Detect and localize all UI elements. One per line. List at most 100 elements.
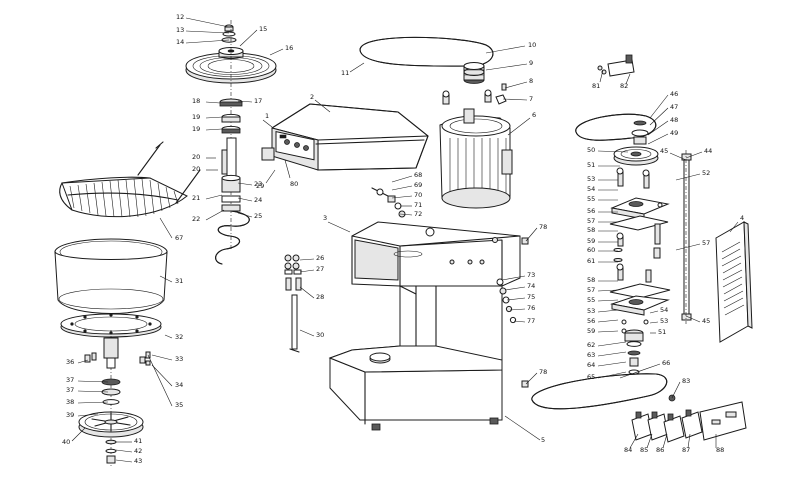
part-number-label: 61 bbox=[587, 257, 595, 265]
callout-leader bbox=[687, 433, 691, 449]
callout-66: 66 bbox=[619, 359, 670, 379]
callout-leader bbox=[619, 363, 661, 379]
part-number-label: 12 bbox=[176, 13, 184, 21]
callout-70: 70 bbox=[391, 191, 422, 199]
part-number-label: 18 bbox=[192, 97, 200, 105]
callout-75: 75 bbox=[506, 293, 535, 301]
part-number-label: 8 bbox=[529, 77, 533, 85]
callout-53: 53 bbox=[587, 175, 618, 183]
callout-leader bbox=[509, 308, 526, 311]
callout-25: 25 bbox=[237, 212, 262, 220]
callout-leader bbox=[597, 150, 629, 153]
callout-leader bbox=[205, 194, 223, 200]
part-number-label: 62 bbox=[587, 341, 595, 349]
callout-77: 77 bbox=[513, 317, 535, 325]
callout-leader bbox=[77, 401, 109, 404]
callout-61: 61 bbox=[587, 257, 618, 265]
part-number-label: 31 bbox=[175, 277, 183, 285]
callout-leader bbox=[147, 354, 173, 407]
callout-41: 41 bbox=[116, 437, 142, 445]
callout-leader bbox=[671, 381, 681, 399]
part-number-label: 47 bbox=[670, 103, 678, 111]
callout-56: 56 bbox=[587, 317, 619, 325]
callout-58: 58 bbox=[587, 276, 618, 284]
callout-67: 67 bbox=[159, 217, 183, 242]
callout-leader bbox=[314, 99, 331, 113]
part-number-label: 9 bbox=[529, 59, 533, 67]
callout-leader bbox=[115, 459, 133, 463]
part-number-label: 20 bbox=[192, 153, 200, 161]
callout-81: 81 bbox=[592, 69, 604, 90]
callout-leader bbox=[597, 289, 619, 292]
callout-37: 37 bbox=[66, 376, 109, 384]
callout-49: 49 bbox=[647, 129, 678, 145]
callout-87: 87 bbox=[682, 433, 691, 454]
part-number-label: 19 bbox=[192, 125, 200, 133]
callout-leader bbox=[485, 45, 526, 54]
part-number-label: 38 bbox=[66, 398, 74, 406]
callout-78: 78 bbox=[525, 223, 547, 242]
callout-leader bbox=[597, 319, 619, 323]
callout-leader bbox=[649, 94, 669, 119]
callout-leader bbox=[185, 17, 230, 28]
part-number-label: 44 bbox=[704, 147, 712, 155]
callout-54: 54 bbox=[649, 306, 668, 314]
part-number-label: 57 bbox=[587, 217, 595, 225]
callout-leader bbox=[299, 286, 315, 299]
callout-leader bbox=[599, 69, 604, 83]
part-number-label: 40 bbox=[62, 438, 70, 446]
part-number-label: 49 bbox=[670, 129, 678, 137]
part-number-label: 58 bbox=[587, 226, 595, 234]
part-number-label: 11 bbox=[341, 69, 349, 77]
callout-leader bbox=[237, 100, 253, 103]
part-number-label: 29 bbox=[256, 182, 264, 190]
part-number-label: 27 bbox=[316, 265, 324, 273]
callout-82: 82 bbox=[620, 73, 631, 90]
callout-leader bbox=[507, 117, 531, 136]
callout-48: 48 bbox=[647, 116, 678, 136]
callout-leader bbox=[525, 227, 538, 242]
callout-leader bbox=[205, 128, 223, 131]
bowl-guard bbox=[59, 141, 201, 218]
callout-45: 45 bbox=[660, 147, 687, 161]
callout-leader bbox=[685, 151, 703, 159]
callout-leader bbox=[299, 258, 315, 261]
callout-leader bbox=[269, 48, 284, 56]
callout-55: 55 bbox=[587, 195, 618, 203]
part-number-label: 1 bbox=[265, 112, 269, 120]
part-number-label: 67 bbox=[175, 234, 183, 242]
part-number-label: 45 bbox=[660, 147, 668, 155]
part-number-label: 24 bbox=[254, 196, 262, 204]
part-number-label: 4 bbox=[740, 214, 744, 222]
part-number-label: 43 bbox=[134, 457, 142, 465]
callout-34: 34 bbox=[151, 364, 183, 389]
part-number-label: 56 bbox=[587, 317, 595, 325]
part-number-label: 37 bbox=[66, 386, 74, 394]
callout-46: 46 bbox=[649, 90, 678, 119]
callout-62: 62 bbox=[587, 341, 627, 349]
callout-9: 9 bbox=[485, 59, 533, 71]
part-number-label: 55 bbox=[587, 195, 595, 203]
callout-27: 27 bbox=[299, 265, 324, 273]
part-number-label: 46 bbox=[670, 90, 678, 98]
callout-leader bbox=[501, 275, 526, 281]
part-number-label: 23 bbox=[254, 180, 262, 188]
callout-leader bbox=[185, 30, 230, 34]
callout-leader bbox=[646, 433, 653, 449]
callout-23: 23 bbox=[237, 180, 262, 188]
part-number-label: 2 bbox=[310, 93, 314, 101]
callout-2: 2 bbox=[310, 93, 331, 113]
callout-38: 38 bbox=[66, 398, 109, 406]
callout-32: 32 bbox=[164, 333, 183, 341]
callout-leader bbox=[675, 173, 701, 181]
part-number-label: 53 bbox=[587, 307, 595, 315]
drive-belt bbox=[531, 373, 668, 410]
part-number-label: 82 bbox=[620, 82, 628, 90]
callout-17: 17 bbox=[237, 97, 262, 105]
callout-leader bbox=[662, 433, 668, 449]
part-number-label: 50 bbox=[587, 146, 595, 154]
part-number-label: 69 bbox=[414, 181, 422, 189]
callout-64: 64 bbox=[587, 361, 627, 369]
part-number-label: 57 bbox=[587, 286, 595, 294]
callout-leader bbox=[77, 390, 109, 393]
